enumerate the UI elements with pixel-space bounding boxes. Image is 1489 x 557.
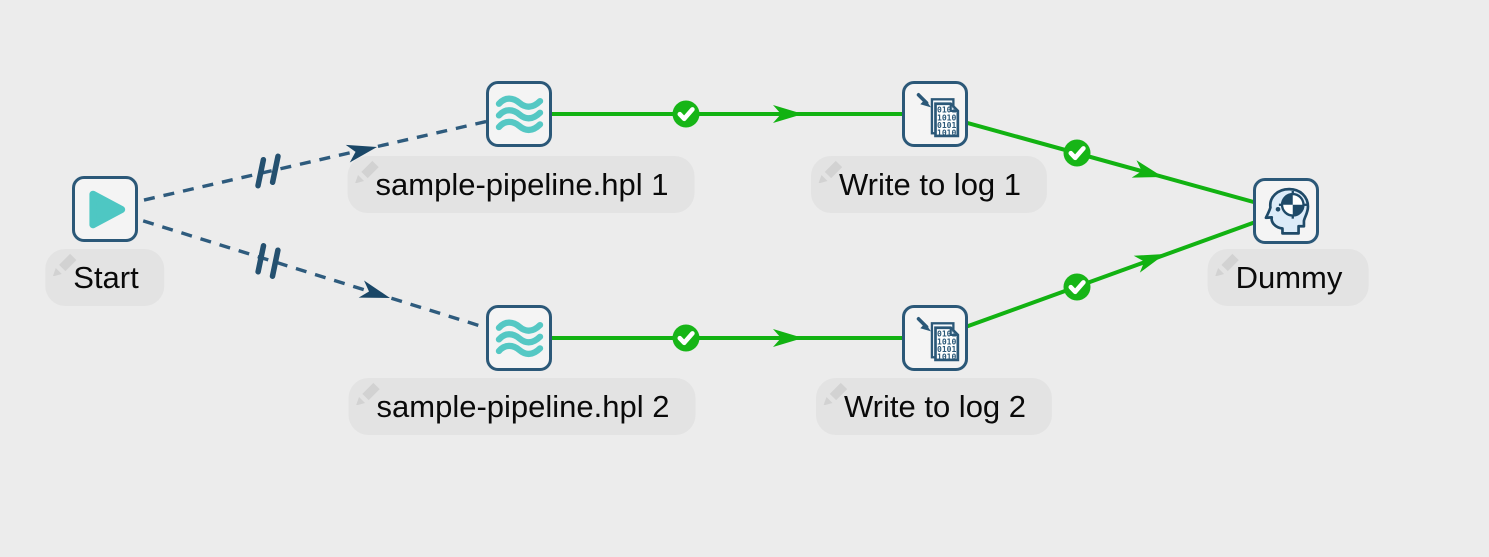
hop-success-check-icon[interactable] [672,324,700,352]
svg-text:1010: 1010 [937,337,957,346]
action-node-start[interactable] [72,176,138,242]
hop-line [934,209,1287,340]
head-target-icon [1264,187,1309,235]
edit-pencil-icon [356,382,380,405]
hop-start-to-pipeline-2[interactable] [104,207,520,340]
hop-start-to-pipeline-1[interactable] [104,112,520,211]
hop-write-log-2-to-dummy[interactable] [934,209,1287,340]
unconditional-hop-marks-icon [255,243,281,279]
action-node-write-log-2[interactable]: 0101 1010 0101 1010 [902,305,968,371]
hop-line [104,207,520,340]
hop-arrowhead-icon [773,329,803,347]
action-label-text: Write to log 1 [838,166,1022,202]
action-node-pipeline-1[interactable] [486,81,552,147]
hop-write-log-1-to-dummy[interactable] [934,112,1287,213]
hop-arrowhead-icon [1133,254,1165,273]
hop-arrowhead-icon [345,144,377,163]
svg-text:1010: 1010 [937,113,957,122]
hop-line [104,112,520,211]
hop-arrowhead-icon [773,105,803,123]
edit-pencil-icon [355,160,379,183]
svg-text:0101: 0101 [937,105,957,114]
svg-text:0101: 0101 [937,120,957,129]
hop-line [934,112,1287,213]
action-label-write-log-2[interactable]: Write to log 2 [815,378,1053,435]
pipeline-waves-icon [495,319,543,357]
action-label-text: Start [73,259,139,295]
action-label-text: Write to log 2 [843,388,1027,424]
svg-text:0101: 0101 [937,344,957,353]
action-label-pipeline-2[interactable]: sample-pipeline.hpl 2 [348,378,696,435]
action-node-dummy[interactable] [1253,178,1319,244]
action-label-pipeline-1[interactable]: sample-pipeline.hpl 1 [347,156,695,213]
arrow-into-document-icon [916,92,931,107]
action-label-text: Dummy [1235,259,1343,295]
hop-pipeline-2-to-write-log-2[interactable] [519,329,935,347]
edit-pencil-icon [1215,253,1239,276]
action-label-text: sample-pipeline.hpl 2 [376,388,670,424]
edit-pencil-icon [823,382,848,405]
hop-success-check-icon[interactable] [672,100,700,128]
arrow-into-document-icon [916,316,931,331]
action-label-text: sample-pipeline.hpl 1 [375,166,669,202]
action-label-start[interactable]: Start [45,249,165,306]
edit-pencil-icon [52,253,77,276]
binary-document-icon: 0101 1010 0101 1010 [916,92,959,137]
action-node-write-log-1[interactable]: 0101 1010 0101 1010 [902,81,968,147]
hop-success-check-icon[interactable] [1063,273,1091,301]
unconditional-hop-marks-icon [255,153,281,189]
action-label-write-log-1[interactable]: Write to log 1 [810,156,1048,213]
action-node-pipeline-2[interactable] [486,305,552,371]
svg-text:1010: 1010 [937,352,957,361]
edit-pencil-icon [818,160,843,183]
hop-success-check-icon[interactable] [1063,139,1091,167]
hop-arrowhead-icon [1131,160,1163,178]
binary-document-icon: 0101 1010 0101 1010 [916,316,959,361]
svg-text:0101: 0101 [937,329,957,338]
svg-text:1010: 1010 [937,128,957,137]
pipeline-waves-icon [495,95,543,133]
hop-pipeline-1-to-write-log-1[interactable] [519,105,935,123]
play-icon [88,190,125,228]
action-label-dummy[interactable]: Dummy [1207,249,1369,306]
hop-arrowhead-icon [358,280,390,298]
